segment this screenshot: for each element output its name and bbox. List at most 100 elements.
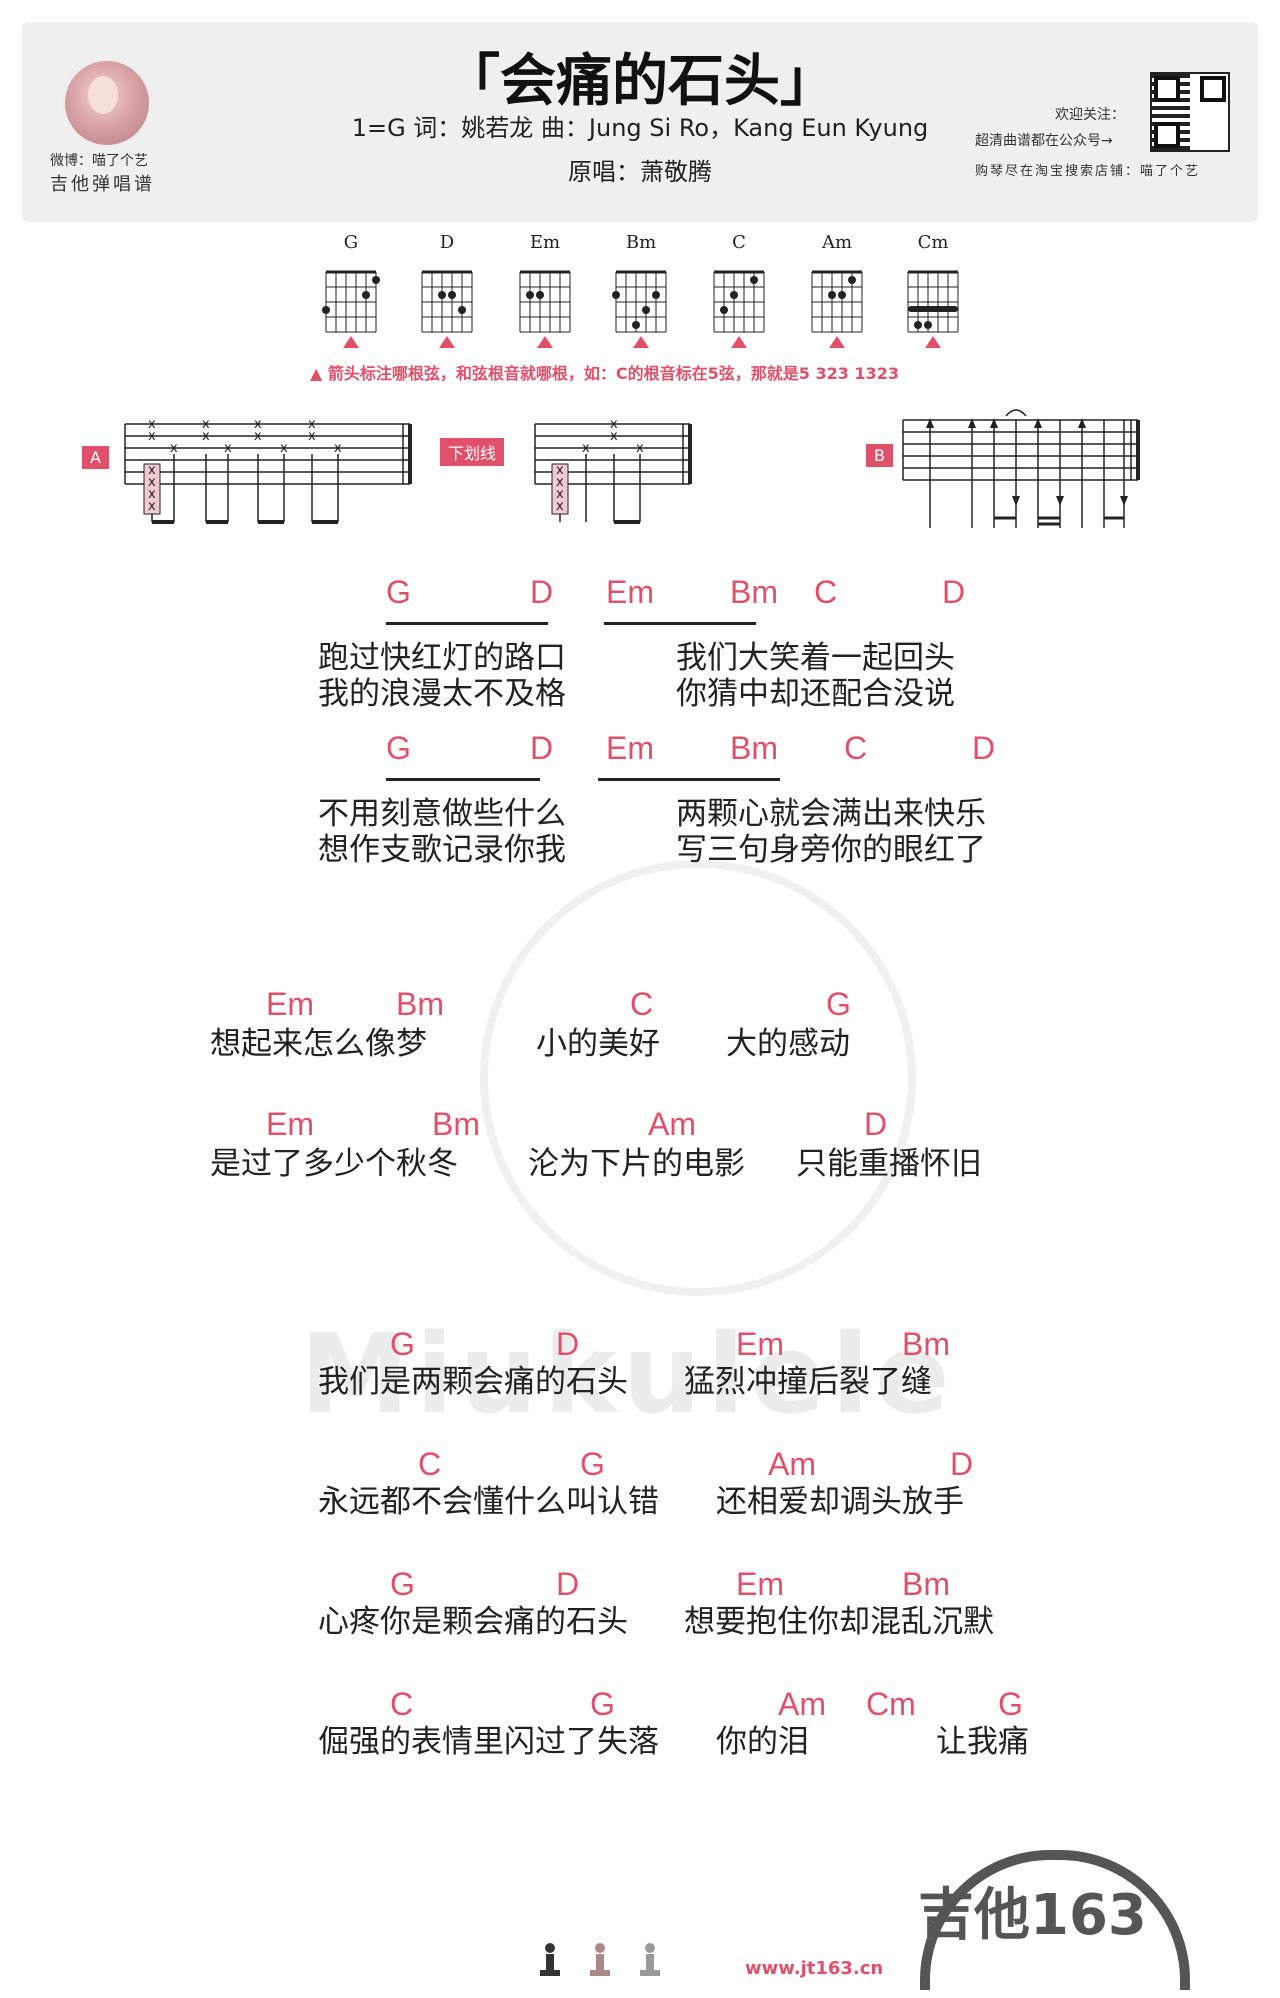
cat-watermark xyxy=(480,860,916,1296)
lyric-line: 跑过快红灯的路口 xyxy=(318,640,566,676)
chord-diagram-name: Bm xyxy=(625,232,657,253)
lyric-line: 小的美好 xyxy=(536,1026,660,1062)
lyric-line: 想起来怎么像梦 xyxy=(210,1026,427,1062)
subtitle: 吉他弹唱谱 xyxy=(50,174,155,195)
chord-diagram-name: D xyxy=(439,232,455,253)
follow-label: 欢迎关注： xyxy=(1055,107,1125,123)
chord-underline xyxy=(604,622,756,625)
svg-text:x: x xyxy=(556,499,564,514)
lyric-line: 写三句身旁你的眼红了 xyxy=(676,832,986,868)
qr-code[interactable] xyxy=(1150,72,1230,152)
lyric-line: 大的感动 xyxy=(726,1026,850,1062)
chord-diagram-name: Em xyxy=(529,232,561,253)
chord-symbol: D xyxy=(530,574,554,610)
bass-box xyxy=(143,463,161,515)
chord-symbol: Em xyxy=(736,1566,784,1602)
root-note-hint: ▲ 箭头标注哪根弦，和弦根音就哪根，如：C的根音标在5弦，那就是5 323 13… xyxy=(310,364,899,383)
chord-symbol: Bm xyxy=(730,574,778,610)
bass-box xyxy=(551,463,569,515)
underline-pattern-label: 下划线 xyxy=(440,438,505,466)
chord-symbol: D xyxy=(972,730,996,766)
chord-symbol: G xyxy=(386,730,411,766)
avatar-face xyxy=(88,76,118,114)
pattern-b-tab xyxy=(902,409,1140,528)
chord-diagram-cm xyxy=(907,270,959,333)
shop-label: 购琴尽在淘宝搜索店铺：喵了个艺 xyxy=(975,164,1201,179)
svg-text:x: x xyxy=(582,441,590,456)
chord-symbol: Em xyxy=(266,986,314,1022)
svg-text:x: x xyxy=(556,475,564,490)
chord-symbol: C xyxy=(630,986,654,1022)
chord-symbol: Cm xyxy=(866,1686,916,1722)
site-logo: 吉他163 xyxy=(918,1883,1147,1948)
root-note-text: 箭头标注哪根弦，和弦根音就哪根，如：C的根音标在5弦，那就是5 323 1323 xyxy=(327,364,899,383)
pattern-b-label: B xyxy=(866,444,893,467)
svg-text:x: x xyxy=(148,487,156,502)
lyric-line: 想作支歌记录你我 xyxy=(318,832,566,868)
svg-text:x: x xyxy=(610,417,618,432)
chord-symbol: D xyxy=(530,730,554,766)
chord-symbol: D xyxy=(556,1566,580,1602)
chord-symbol: Am xyxy=(648,1106,696,1142)
root-arrow-icon xyxy=(731,336,747,348)
svg-text:x: x xyxy=(148,429,156,444)
lyric-line: 我的浪漫太不及格 xyxy=(318,676,566,712)
root-arrow-icon xyxy=(925,336,941,348)
original-singer: 原唱：萧敬腾 xyxy=(568,158,712,186)
chord-symbol: Em xyxy=(736,1326,784,1362)
chord-symbol: Bm xyxy=(396,986,444,1022)
chord-symbol: G xyxy=(998,1686,1023,1722)
chord-diagram-bm xyxy=(612,270,667,333)
svg-text:x: x xyxy=(224,441,232,456)
chord-symbol: C xyxy=(814,574,838,610)
svg-text:x: x xyxy=(254,429,262,444)
lyric-line: 你猜中却还配合没说 xyxy=(676,676,955,712)
lyric-line: 只能重播怀旧 xyxy=(796,1146,982,1182)
chord-symbol: Am xyxy=(778,1686,826,1722)
qr-corner xyxy=(1154,122,1180,148)
weibo-label: 微博：喵了个艺 xyxy=(50,153,148,169)
chord-diagram-d xyxy=(421,270,473,333)
chord-symbol: G xyxy=(390,1566,415,1602)
lyric-line: 不用刻意做些什么 xyxy=(318,796,566,832)
guitarist-icons xyxy=(540,1943,660,1976)
qr-corner xyxy=(1200,76,1226,102)
chord-diagram-name: Am xyxy=(821,232,853,253)
chord-symbol: G xyxy=(590,1686,615,1722)
svg-text:x: x xyxy=(148,475,156,490)
svg-text:x: x xyxy=(556,463,564,478)
pattern-a-label: A xyxy=(82,446,109,469)
chord-symbol: Em xyxy=(606,730,654,766)
lyric-line: 猛烈冲撞后裂了缝 xyxy=(684,1364,932,1400)
chord-underline xyxy=(386,622,548,625)
chord-diagram-name: G xyxy=(343,232,359,253)
lyric-line: 想要抱住你却混乱沉默 xyxy=(684,1604,994,1640)
chord-diagram-name: C xyxy=(732,232,746,253)
footer-url[interactable]: www.jt163.cn xyxy=(745,1958,884,1979)
chord-symbol: Em xyxy=(266,1106,314,1142)
watermark-text: Miukulele xyxy=(300,1310,956,1438)
chord-symbol: C xyxy=(844,730,868,766)
chord-symbol: Em xyxy=(606,574,654,610)
lyric-line: 让我痛 xyxy=(936,1724,1029,1760)
chord-symbol: G xyxy=(390,1326,415,1362)
lyric-line: 是过了多少个秋冬 xyxy=(210,1146,458,1182)
chord-diagram-am xyxy=(811,270,863,333)
chord-symbol: C xyxy=(418,1446,442,1482)
chord-symbol: Bm xyxy=(902,1326,950,1362)
qr-corner xyxy=(1154,76,1180,102)
svg-text:x: x xyxy=(610,429,618,444)
root-arrow-icon xyxy=(537,336,553,348)
song-title: 「会痛的石头」 xyxy=(444,48,836,114)
lyric-line: 你的泪 xyxy=(716,1724,809,1760)
chord-diagram-c xyxy=(713,270,765,333)
chord-symbol: D xyxy=(864,1106,888,1142)
chord-symbol: D xyxy=(556,1326,580,1362)
svg-text:x: x xyxy=(636,441,644,456)
svg-text:x: x xyxy=(308,429,316,444)
svg-text:x: x xyxy=(280,441,288,456)
chord-symbol: Bm xyxy=(432,1106,480,1142)
chord-underline xyxy=(598,778,780,781)
